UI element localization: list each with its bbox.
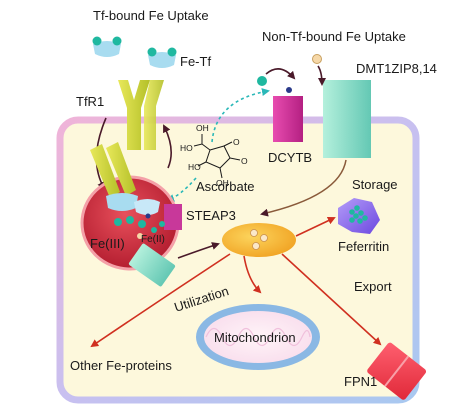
mitochondrion-inner [204, 311, 312, 363]
fe3-ion-endo-3 [138, 220, 146, 228]
fe-tf-molecule-1 [92, 36, 122, 57]
fe3-ion-extracellular [257, 76, 267, 86]
fe2-ion-endo-2 [159, 221, 165, 227]
arrow-lip-to-other-fe [90, 253, 231, 348]
fe2-ion-extracellular [286, 87, 292, 93]
lip-fe-1 [250, 229, 258, 237]
tfr1-label: TfR1 [76, 94, 104, 109]
tf-uptake-label: Tf-bound Fe Uptake [93, 8, 209, 23]
dcytb-protein [273, 96, 303, 142]
arrow-tfr1-recycle [163, 124, 172, 169]
lip-fe-2 [260, 234, 268, 242]
tfr1-endosomal [90, 142, 136, 198]
non-tf-uptake-label: Non-Tf-bound Fe Uptake [262, 29, 406, 44]
tfr1-receptor [118, 80, 164, 150]
fe3-label: Fe(III) [90, 236, 125, 251]
ferritin-label: Feferritin [338, 239, 389, 254]
lip-fe-3 [252, 242, 260, 250]
other-fe-proteins-label: Other Fe-proteins [70, 358, 172, 373]
arrow-ascorbate-to-dcytb [211, 88, 270, 143]
ascorbate-ho1: HO [180, 143, 193, 153]
fpn1-label: FPN1 [344, 374, 377, 389]
arrow-lip-to-mitochondrion [243, 255, 262, 294]
arrow-lip-to-fpn1 [281, 253, 382, 346]
fe2-ion-endo-3 [145, 213, 151, 219]
fpn1-exporter [367, 342, 427, 400]
ascorbate-structure [193, 134, 241, 179]
ascorbate-oh2: OH [216, 178, 229, 188]
steap3-protein [164, 204, 182, 230]
tf-apo-endosomal-2 [134, 199, 160, 215]
arrow-fe3-to-fe2 [265, 68, 296, 80]
mitochondrion-label: Mitochondrion [214, 330, 296, 345]
dcytb-label: DCYTB [268, 150, 312, 165]
fe2-label: Fe(II) [141, 234, 165, 245]
ascorbate-o1: O [233, 137, 240, 147]
fe-ion-dmt1-entry [312, 54, 322, 64]
tf-apo-endosomal [106, 193, 138, 211]
ascorbate-label: Ascorbate [196, 179, 255, 194]
export-label: Export [354, 279, 392, 294]
ascorbate-ho2: HO [188, 162, 201, 172]
ascorbate-o2: O [241, 156, 248, 166]
storage-label: Storage [352, 177, 398, 192]
ferritin-complex [338, 198, 380, 234]
labile-iron-pool [222, 223, 296, 257]
fe-tf-label: Fe-Tf [180, 54, 211, 69]
dmt1-endosomal [128, 243, 176, 287]
fe2-ion-endo-1 [151, 227, 157, 233]
fe-tf-molecule-2 [147, 47, 177, 68]
arrow-to-dmt1 [317, 65, 326, 86]
mitochondrion-cristae [205, 327, 311, 347]
arrow-endosome-to-lip [177, 242, 220, 259]
fe3-ion-endo-1 [114, 218, 122, 226]
ascorbate-oh1: OH [196, 123, 209, 133]
arrow-ascorbate-to-steap3 [166, 177, 197, 202]
dmt1-transporter [323, 80, 371, 158]
arrow-lip-to-ferritin [295, 216, 336, 237]
fe3-ion-endo-2 [126, 216, 134, 224]
fe-ion-pale [137, 233, 143, 239]
dmt1-label: DMT1ZIP8,14 [356, 61, 437, 76]
arrow-dmt1-to-lip [260, 159, 347, 217]
steap3-label: STEAP3 [186, 208, 236, 223]
